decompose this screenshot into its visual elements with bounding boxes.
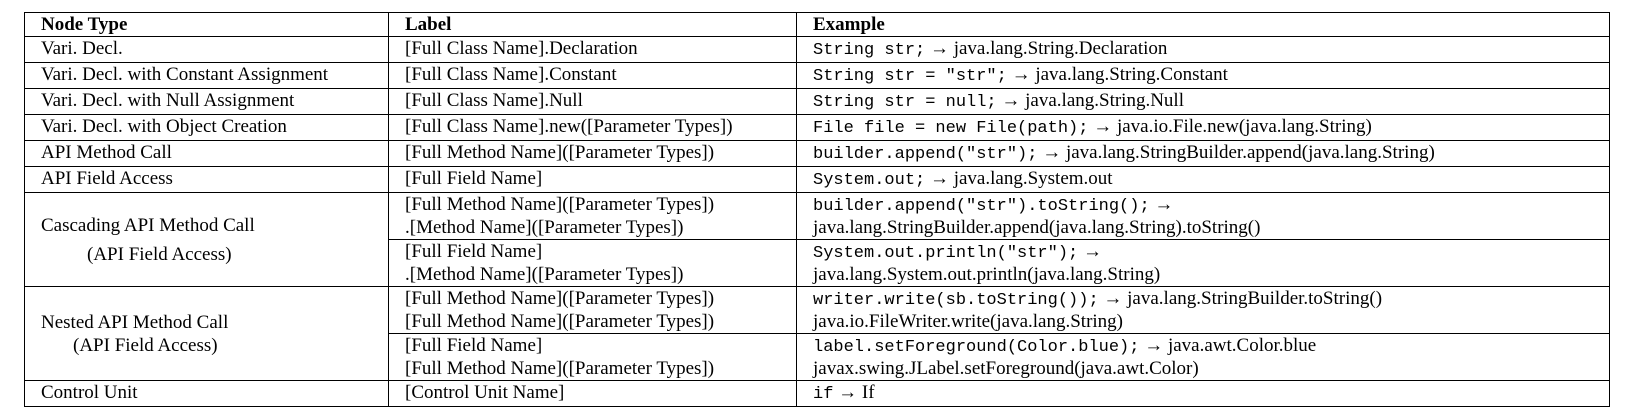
example-cell: System.out; → java.lang.System.out — [796, 166, 1610, 193]
example-code: System.out.println("str"); — [813, 244, 1079, 263]
example-code: String str = null; — [813, 93, 997, 112]
node-type-subline: (API Field Access) — [73, 334, 218, 356]
label-cell: [Control Unit Name] — [388, 380, 797, 407]
arrow-symbol: → — [1093, 116, 1113, 137]
label-line: [Full Method Name]([Parameter Types]) — [405, 194, 715, 215]
node-type-cell: Vari. Decl. with Constant Assignment — [24, 62, 389, 89]
label-line: [Full Field Name] — [405, 335, 543, 356]
node-type-cell: Vari. Decl. — [24, 36, 389, 63]
header-label: Label — [388, 12, 797, 37]
label-cell: [Full Method Name]([Parameter Types]) [F… — [388, 286, 797, 334]
table-row: [Full Field Name] .[Method Name]([Parame… — [25, 239, 1610, 287]
table-row: Control Unit [Control Unit Name] if → If — [24, 380, 1610, 407]
example-cell: writer.write(sb.toString()); → java.lang… — [796, 286, 1610, 334]
arrow-symbol: → — [1011, 64, 1031, 85]
node-type-cell: Vari. Decl. with Null Assignment — [24, 88, 389, 115]
example-code: writer.write(sb.toString()); — [813, 291, 1099, 310]
header-row: Node Type Label Example — [24, 12, 1610, 37]
label-cell: [Full Field Name] .[Method Name]([Parame… — [388, 239, 797, 287]
example-code: String str; — [813, 41, 926, 60]
example-code: if — [813, 385, 834, 404]
node-type-cell: API Field Access — [24, 166, 389, 193]
label-line: .[Method Name]([Parameter Types]) — [405, 217, 684, 238]
label-line: [Full Field Name] — [405, 241, 543, 262]
arrow-symbol: → — [1154, 194, 1174, 215]
node-type-label-table: Node Type Label Example Vari. Decl. [Ful… — [24, 12, 1610, 407]
label-cell: [Full Class Name].Null — [388, 88, 797, 115]
example-result: java.lang.System.out.println(java.lang.S… — [813, 264, 1161, 285]
node-type-cell: Vari. Decl. with Object Creation — [24, 114, 389, 141]
label-line: [Full Method Name]([Parameter Types]) — [405, 288, 715, 309]
table-row: Vari. Decl. with Constant Assignment [Fu… — [24, 62, 1610, 89]
node-type-cell: API Method Call — [24, 140, 389, 167]
example-result: java.awt.Color.blue — [1167, 335, 1317, 356]
example-cell: File file = new File(path); → java.io.Fi… — [796, 114, 1610, 141]
example-cell: label.setForeground(Color.blue); → java.… — [796, 333, 1610, 381]
example-result: java.io.FileWriter.write(java.lang.Strin… — [813, 311, 1124, 332]
label-cell: [Full Class Name].Declaration — [388, 36, 797, 63]
example-result: java.lang.String.Declaration — [953, 38, 1168, 59]
node-type-subline: (API Field Access) — [87, 243, 232, 265]
label-cell: [Full Method Name]([Parameter Types]) — [388, 140, 797, 167]
example-result: java.lang.StringBuilder.append(java.lang… — [813, 217, 1261, 238]
arrow-symbol: → — [1001, 90, 1021, 111]
arrow-symbol: → — [1144, 335, 1164, 356]
label-cell: [Full Method Name]([Parameter Types]) .[… — [388, 192, 797, 240]
example-code: label.setForeground(Color.blue); — [813, 338, 1140, 357]
arrow-symbol: → — [929, 168, 949, 189]
label-cell: [Full Class Name].new([Parameter Types]) — [388, 114, 797, 141]
example-result: java.lang.System.out — [953, 168, 1113, 189]
table-row: Nested API Method Call (API Field Access… — [24, 286, 1610, 381]
example-code: File file = new File(path); — [813, 119, 1089, 138]
example-code: String str = "str"; — [813, 67, 1007, 86]
example-result: java.lang.String.Null — [1025, 90, 1184, 111]
table-row: [Full Field Name] [Full Method Name]([Pa… — [25, 333, 1610, 381]
header-example: Example — [796, 12, 1610, 37]
example-cell: builder.append("str"); → java.lang.Strin… — [796, 140, 1610, 167]
example-result: java.lang.String.Constant — [1035, 64, 1228, 85]
example-cell: String str; → java.lang.String.Declarati… — [796, 36, 1610, 63]
example-result: javax.swing.JLabel.setForeground(java.aw… — [813, 358, 1199, 379]
table-row: Vari. Decl. [Full Class Name].Declaratio… — [24, 36, 1610, 63]
arrow-symbol: → — [838, 382, 858, 403]
label-cell: [Full Field Name] — [388, 166, 797, 193]
example-cell: String str = "str"; → java.lang.String.C… — [796, 62, 1610, 89]
node-type-cell-cascading: Cascading API Method Call (API Field Acc… — [24, 192, 389, 287]
arrow-symbol: → — [1083, 241, 1102, 262]
node-type-line: Nested API Method Call — [41, 311, 229, 333]
arrow-symbol: → — [1103, 288, 1123, 309]
label-line: .[Method Name]([Parameter Types]) — [405, 264, 684, 285]
label-cell: [Full Field Name] [Full Method Name]([Pa… — [388, 333, 797, 381]
example-code: builder.append("str").toString(); — [813, 197, 1150, 216]
arrow-symbol: → — [1042, 142, 1062, 163]
table-row: Cascading API Method Call (API Field Acc… — [24, 192, 1610, 287]
table-row: Vari. Decl. with Object Creation [Full C… — [24, 114, 1610, 141]
label-line: [Full Method Name]([Parameter Types]) — [405, 358, 715, 379]
example-result: If — [861, 382, 875, 403]
header-node-type: Node Type — [24, 12, 389, 37]
example-code: System.out; — [813, 171, 926, 190]
table-row: API Field Access [Full Field Name] Syste… — [24, 166, 1610, 193]
label-line: [Full Method Name]([Parameter Types]) — [405, 311, 715, 332]
example-code: builder.append("str"); — [813, 145, 1038, 164]
label-cell: [Full Class Name].Constant — [388, 62, 797, 89]
table-row: Vari. Decl. with Null Assignment [Full C… — [24, 88, 1610, 115]
example-result: java.io.File.new(java.lang.String) — [1116, 116, 1372, 137]
example-cell: System.out.println("str"); → java.lang.S… — [796, 239, 1610, 287]
example-cell: builder.append("str").toString(); → java… — [796, 192, 1610, 240]
example-cell: String str = null; → java.lang.String.Nu… — [796, 88, 1610, 115]
node-type-line: Cascading API Method Call — [41, 214, 255, 236]
table-row: API Method Call [Full Method Name]([Para… — [24, 140, 1610, 167]
node-type-cell: Control Unit — [24, 380, 389, 407]
example-cell: if → If — [796, 380, 1610, 407]
arrow-symbol: → — [929, 38, 949, 59]
example-result: java.lang.StringBuilder.append(java.lang… — [1065, 142, 1435, 163]
example-result: java.lang.StringBuilder.toString() — [1127, 288, 1383, 309]
node-type-cell-nested: Nested API Method Call (API Field Access… — [24, 286, 389, 381]
